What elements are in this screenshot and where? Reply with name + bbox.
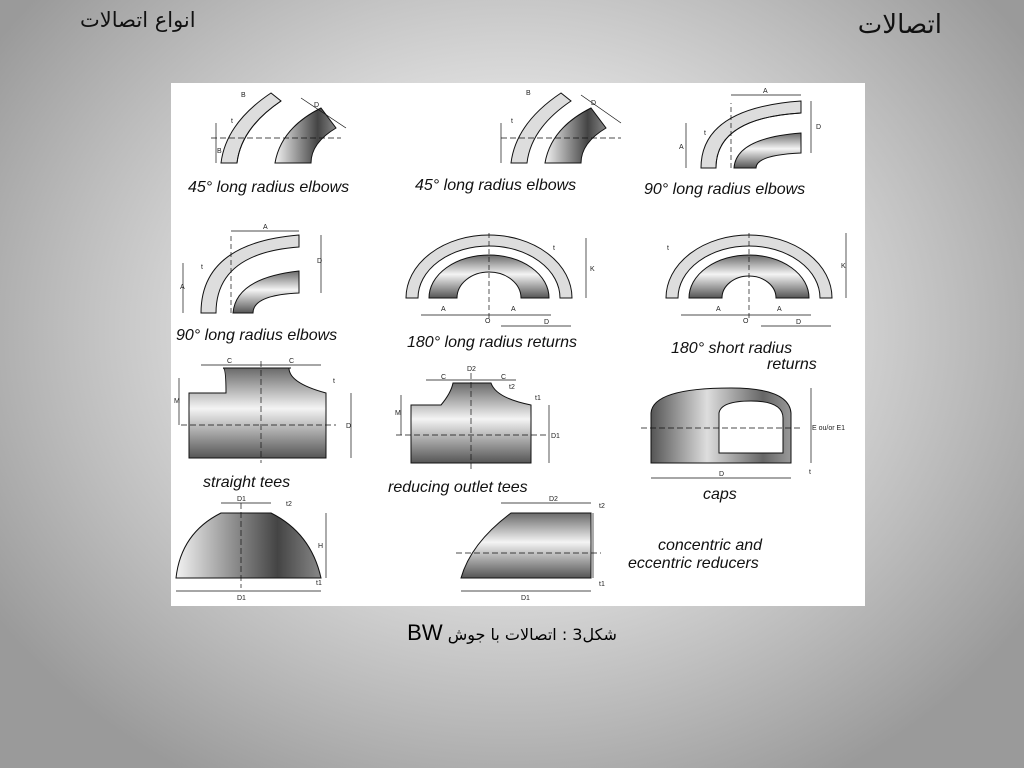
label-reducers-2: eccentric reducers xyxy=(628,555,759,572)
dim-t2-label-2: t2 xyxy=(286,501,292,508)
dim-t-label-6: t xyxy=(667,245,669,252)
fittings-diagram: B D t B 45° long radius elbows B D t 45°… xyxy=(174,88,847,602)
reducing-tee: C C D2 M D1 t1 t2 xyxy=(395,366,560,471)
dim-d1-label: D1 xyxy=(551,433,560,440)
dim-t-label-7: t xyxy=(333,378,335,385)
dim-t2-label-3: t2 xyxy=(599,503,605,510)
elbow-90-b: A D A t xyxy=(180,224,322,314)
dim-a-label-2: A xyxy=(679,144,684,151)
fittings-figure: B D t B 45° long radius elbows B D t 45°… xyxy=(171,83,865,606)
label-elbow90-b: 90° long radius elbows xyxy=(176,327,337,344)
dim-t-label-4: t xyxy=(201,264,203,271)
dim-c-label: C xyxy=(227,358,232,365)
dim-b-label-2: B xyxy=(217,148,222,155)
concentric-reducer: D1 D1 H t2 t1 xyxy=(175,496,327,602)
dim-a-label-4: A xyxy=(180,284,185,291)
dim-d-label-6: D xyxy=(796,319,801,326)
dim-o-label: O xyxy=(485,318,491,325)
dim-d-label-8: D xyxy=(719,471,724,478)
dim-t-label-2: t xyxy=(511,118,513,125)
label-tee-straight: straight tees xyxy=(203,474,290,491)
dim-t-label: t xyxy=(231,118,233,125)
label-elbow45-b: 45° long radius elbows xyxy=(415,177,576,194)
dim-c-label-3: C xyxy=(441,374,446,381)
elbow-45-a: B D t B xyxy=(211,92,347,164)
dim-o-label-2: O xyxy=(743,318,749,325)
dim-d1-label-4: D1 xyxy=(521,595,530,602)
dim-d-label-2: D xyxy=(591,100,596,107)
return-180-long: K A A O D t xyxy=(405,233,595,327)
slide-subtitle: انواع اتصالات xyxy=(80,8,196,32)
caption-code: BW xyxy=(407,620,443,645)
dim-k-label: K xyxy=(590,266,595,273)
label-return180-short-2: returns xyxy=(767,356,817,373)
dim-t1-label-3: t1 xyxy=(599,581,605,588)
caption-text: شکل3 : اتصالات با جوش xyxy=(447,625,617,644)
label-reducers-1: concentric and xyxy=(658,537,763,554)
dim-m-label-2: M xyxy=(395,410,401,417)
straight-tee: C C M D t xyxy=(174,358,352,463)
return-180-short: K A A O D t xyxy=(665,233,847,327)
figure-caption: BW شکل3 : اتصالات با جوش xyxy=(0,620,1024,646)
label-return180-short-1: 180° short radius xyxy=(671,340,792,357)
cap: E ou/or E1 D t xyxy=(641,387,845,479)
dim-t-label-5: t xyxy=(553,245,555,252)
dim-d-label: D xyxy=(314,102,319,109)
dim-d1-label-2: D1 xyxy=(237,496,246,503)
dim-a-label: A xyxy=(763,88,768,95)
label-return180-long: 180° long radius returns xyxy=(407,334,577,351)
dim-h-label: H xyxy=(318,543,323,550)
dim-b-label-3: B xyxy=(526,90,531,97)
dim-t1-label: t1 xyxy=(535,395,541,402)
dim-a-label-7: A xyxy=(716,306,721,313)
elbow-90-a: A D A t xyxy=(679,88,821,169)
dim-d2-label-2: D2 xyxy=(549,496,558,503)
label-elbow90-a: 90° long radius elbows xyxy=(644,181,805,198)
dim-d1-label-3: D1 xyxy=(237,595,246,602)
dim-d-label-4: D xyxy=(317,258,322,265)
dim-b-label: B xyxy=(241,92,246,99)
dim-t-label-3: t xyxy=(704,130,706,137)
dim-a-label-8: A xyxy=(777,306,782,313)
label-caps: caps xyxy=(703,486,737,503)
dim-t-label-8: t xyxy=(809,469,811,476)
eccentric-reducer: D2 D1 t2 t1 xyxy=(456,496,605,602)
dim-t1-label-2: t1 xyxy=(316,580,322,587)
dim-d2-label: D2 xyxy=(467,366,476,373)
dim-a-label-3: A xyxy=(263,224,268,231)
dim-d-label-5: D xyxy=(544,319,549,326)
dim-c-label-2: C xyxy=(289,358,294,365)
dim-c-label-4: C xyxy=(501,374,506,381)
dim-d-label-7: D xyxy=(346,423,351,430)
dim-d-label-3: D xyxy=(816,124,821,131)
dim-t2-label: t2 xyxy=(509,384,515,391)
label-elbow45-a: 45° long radius elbows xyxy=(188,179,349,196)
dim-e-label: E ou/or E1 xyxy=(812,425,845,432)
elbow-45-b: B D t xyxy=(500,90,622,164)
dim-a-label-5: A xyxy=(441,306,446,313)
dim-m-label: M xyxy=(174,398,180,405)
label-tee-reducing: reducing outlet tees xyxy=(388,479,528,496)
slide-title: اتصالات xyxy=(857,10,942,40)
dim-a-label-6: A xyxy=(511,306,516,313)
dim-k-label-2: K xyxy=(841,263,846,270)
